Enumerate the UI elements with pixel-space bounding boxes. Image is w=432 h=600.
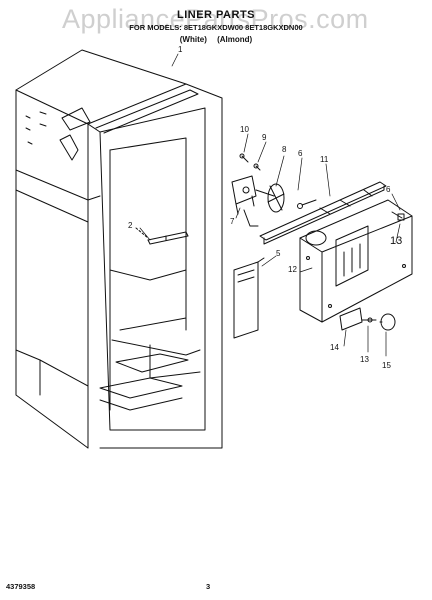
model-numbers: FOR MODELS: 8ET18GKXDW00 8ET18GKXDN00: [129, 23, 303, 32]
callout-13-upper: 13: [390, 235, 402, 247]
callout-3: 6: [386, 185, 391, 194]
panel-screw-upper: [391, 211, 405, 221]
callout-labels: 1 2 5 6 7 8 9 10 11 6 13 12 14 13 15: [128, 45, 402, 370]
callout-6: 6: [298, 149, 303, 158]
callout-14: 14: [330, 343, 339, 352]
shelf-bracket: [135, 227, 189, 245]
leader-lines: [139, 53, 401, 357]
callout-9: 9: [262, 133, 267, 142]
callout-11: 11: [320, 155, 329, 164]
light-channel: [259, 181, 387, 245]
control-knob-assembly: [339, 307, 396, 331]
callout-2: 2: [128, 221, 133, 230]
callout-7: 7: [230, 217, 235, 226]
footer-part-number: 4379358: [6, 582, 36, 591]
color-almond: (Almond): [217, 35, 253, 44]
callout-10: 10: [240, 125, 249, 134]
diffuser-panel: [233, 257, 265, 339]
watermark: AppliancePartsPros.com: [62, 4, 369, 34]
color-white: (White): [179, 35, 207, 44]
refrigerator-liner: [15, 49, 223, 449]
callout-8: 8: [282, 145, 287, 154]
callout-13-lower: 13: [360, 355, 369, 364]
page-title: LINER PARTS: [176, 9, 256, 21]
callout-5: 5: [276, 249, 281, 258]
callout-12: 12: [288, 265, 297, 274]
color-variants: (White) (Almond): [0, 35, 432, 44]
footer-page-number: 3: [206, 582, 211, 591]
fan-motor-assembly: [231, 175, 317, 227]
motor-screws: [239, 153, 261, 171]
evaporator-cover: [299, 199, 413, 323]
callout-15: 15: [382, 361, 391, 370]
callout-1: 1: [178, 45, 183, 54]
